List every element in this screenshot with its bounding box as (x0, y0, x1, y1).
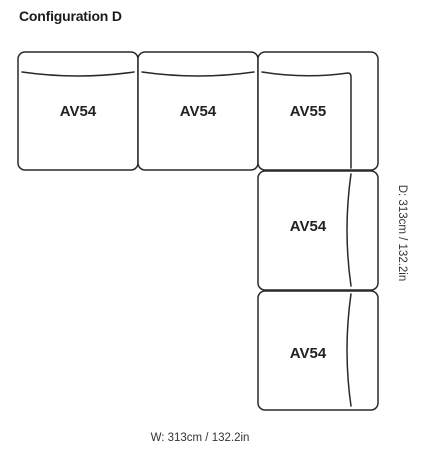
width-dimension-label: W: 313cm / 132.2in (150, 432, 250, 444)
configuration-title: Configuration D (19, 8, 122, 24)
depth-dimension-label: D: 313cm / 132.2in (396, 184, 408, 282)
module-label: AV54 (60, 103, 97, 120)
sofa-module-2[interactable]: AV54 (137, 51, 259, 171)
sofa-module-5[interactable]: AV54 (257, 290, 379, 411)
sofa-module-1[interactable]: AV54 (17, 51, 139, 171)
sofa-module-4[interactable]: AV54 (257, 170, 379, 291)
sofa-module-3-corner[interactable]: AV55 (257, 51, 379, 171)
module-label: AV54 (180, 103, 217, 120)
module-label: AV55 (290, 103, 326, 120)
module-label: AV54 (290, 218, 327, 235)
module-label: AV54 (290, 345, 327, 362)
